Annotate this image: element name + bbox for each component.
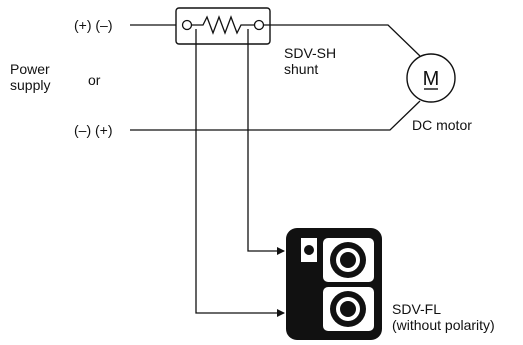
sdv-fl-meter	[286, 228, 382, 340]
shunt-terminal-left	[181, 19, 193, 31]
power-supply-label-line1: Power	[10, 61, 50, 77]
resistor-icon	[191, 15, 255, 35]
bottom-polarity-label: (–) (+)	[74, 122, 113, 138]
dc-motor: M	[406, 53, 456, 103]
motor-circle	[406, 53, 456, 103]
sense-wire-upper	[247, 29, 285, 255]
meter-label-line1: SDV-FL	[392, 301, 441, 317]
upper-knob-center	[340, 252, 356, 268]
top-polarity-label: (+) (–)	[74, 17, 113, 33]
lower-knob-center	[340, 301, 356, 317]
motor-label: DC motor	[412, 117, 472, 133]
motor-symbol: M	[423, 68, 440, 90]
sense-wire-lower	[195, 29, 285, 317]
power-supply-label-line2: supply	[10, 77, 50, 93]
shunt-label-line1: SDV-SH	[284, 45, 336, 61]
meter-label-line2: (without polarity)	[392, 317, 495, 333]
shunt-terminal-right	[253, 19, 265, 31]
shunt-label-line2: shunt	[284, 61, 318, 77]
shunt	[175, 7, 271, 45]
bottom-supply-wire	[130, 100, 421, 131]
shunt-to-motor-wire	[264, 24, 421, 57]
or-label: or	[88, 72, 101, 88]
meter-indicator-led	[304, 245, 314, 255]
